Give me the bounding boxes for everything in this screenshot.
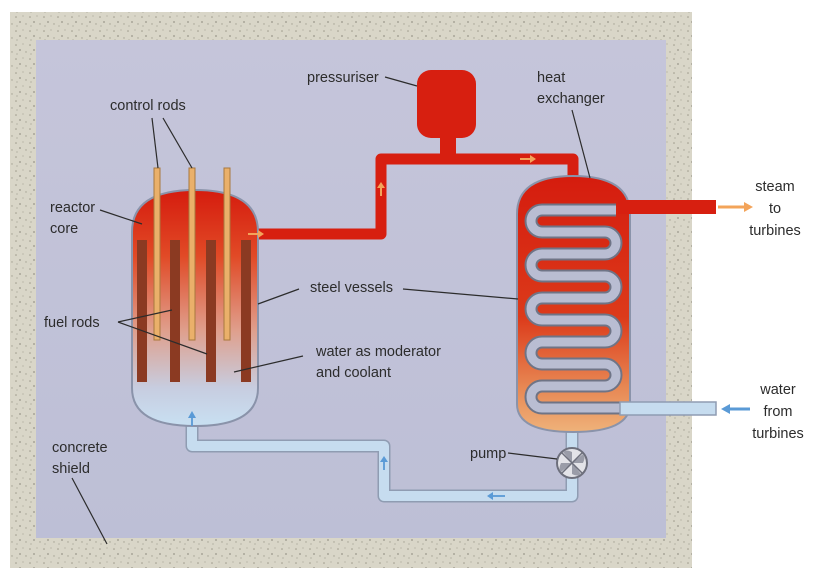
label-water-moderator: water as moderator: [315, 344, 441, 360]
label-concrete-shield: shield: [52, 461, 90, 477]
label-concrete-shield: concrete: [52, 440, 108, 456]
label-steam-to-turbines: steam: [755, 179, 795, 195]
label-water-from-turbines: turbines: [752, 426, 804, 442]
label-water-moderator: and coolant: [316, 365, 391, 381]
hot-primary-pipe: [258, 153, 579, 240]
water-inlet-pipe: [619, 401, 717, 416]
label-steam-to-turbines: to: [769, 201, 781, 217]
label-heat-exchanger: heat: [537, 70, 565, 86]
steam-outlet-pipe: [618, 200, 716, 214]
flow-arrow-hot: [248, 230, 264, 238]
label-reactor-core: reactor: [50, 200, 95, 216]
fuel-rod: [170, 240, 180, 382]
label-water-from-turbines: water: [759, 382, 796, 398]
control-rod: [153, 167, 161, 341]
control-rod: [223, 167, 231, 341]
label-fuel-rods: fuel rods: [44, 315, 100, 331]
fuel-rod: [241, 240, 251, 382]
pressuriser-neck: [440, 136, 456, 158]
flow-arrow-cold: [487, 492, 505, 500]
flow-arrow-hot: [520, 155, 536, 163]
leader-lines: [71, 76, 591, 545]
flow-arrow-cold: [721, 404, 750, 414]
control-rod: [188, 167, 196, 341]
fuel-rod: [137, 240, 147, 382]
label-water-from-turbines: from: [764, 404, 793, 420]
pump-icon: [556, 447, 588, 479]
label-reactor-core: core: [50, 221, 78, 237]
fuel-rod: [206, 240, 216, 382]
label-heat-exchanger: exchanger: [537, 91, 605, 107]
label-pressuriser: pressuriser: [307, 70, 379, 86]
label-pump: pump: [470, 446, 506, 462]
label-control-rods: control rods: [110, 98, 186, 114]
pressuriser: [417, 70, 476, 138]
label-steam-to-turbines: turbines: [749, 223, 801, 239]
flow-arrow-cold: [380, 456, 388, 470]
flow-arrow-cold: [188, 411, 196, 426]
label-steel-vessels: steel vessels: [310, 280, 393, 296]
flow-arrow-hot: [377, 182, 385, 196]
flow-arrow-steam: [718, 202, 753, 212]
